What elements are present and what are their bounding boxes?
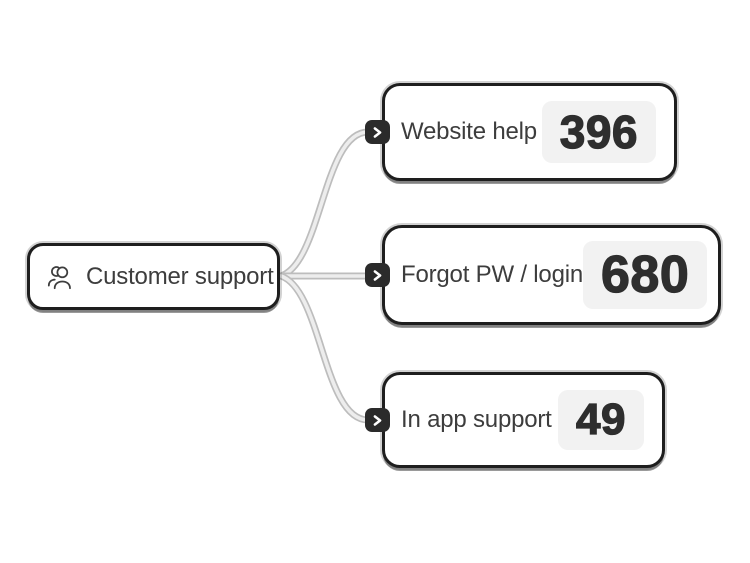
count-badge: 680 <box>583 241 708 309</box>
chevron-right-icon <box>373 269 382 281</box>
collapse-toggle[interactable] <box>365 120 390 144</box>
chevron-right-icon <box>373 126 382 138</box>
mindmap-root-node[interactable]: Customer support <box>27 243 280 310</box>
node-label: Forgot PW / login <box>401 261 584 288</box>
node-label: In app support <box>401 406 552 433</box>
node-forgot-pw-login[interactable]: Forgot PW / login 680 <box>365 225 721 325</box>
connector-root-to-website-help <box>277 128 372 280</box>
count-badge: 396 <box>541 101 656 163</box>
node-website-help[interactable]: Website help 396 <box>365 83 677 181</box>
collapse-toggle[interactable] <box>365 263 390 287</box>
users-icon <box>47 265 71 289</box>
root-node-label: Customer support <box>86 262 274 290</box>
count-badge: 49 <box>558 390 644 450</box>
chevron-right-icon <box>373 414 382 426</box>
connector-root-to-in-app <box>277 272 372 424</box>
node-in-app-support[interactable]: In app support 49 <box>365 372 665 468</box>
node-label: Website help <box>401 118 537 145</box>
collapse-toggle[interactable] <box>365 408 390 432</box>
